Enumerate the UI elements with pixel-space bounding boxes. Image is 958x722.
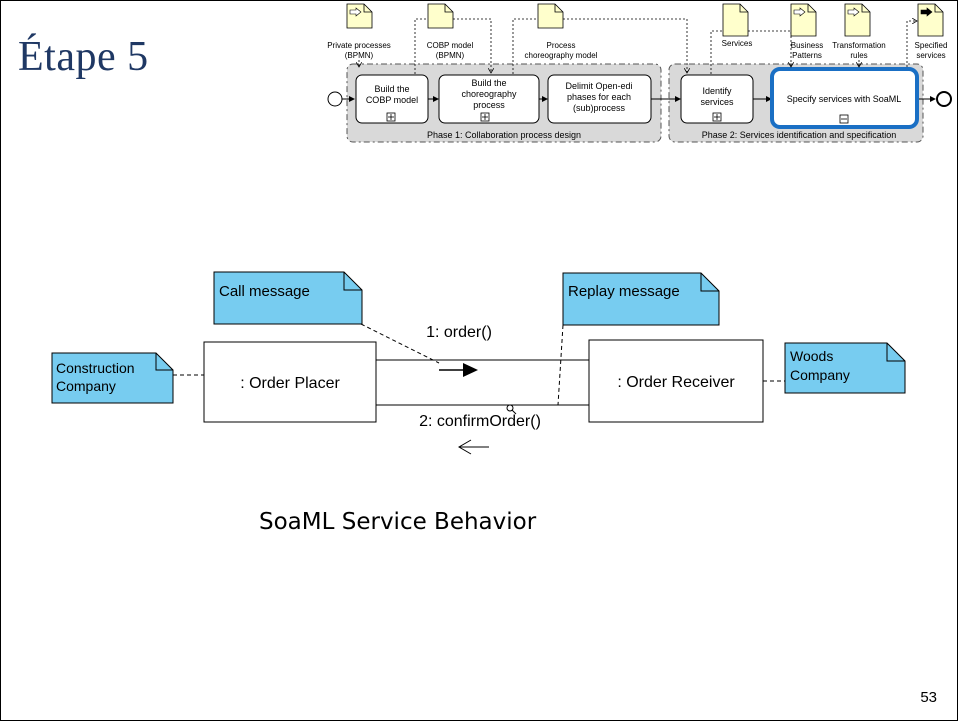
svg-text:Services: Services (722, 39, 753, 48)
svg-text:(BPMN): (BPMN) (436, 51, 465, 60)
svg-text:process: process (473, 100, 505, 110)
svg-text:Identify: Identify (702, 86, 732, 96)
svg-text:: Order Receiver: : Order Receiver (617, 374, 735, 391)
message-confirm-order: 2: confirmOrder() (419, 413, 541, 430)
svg-text:Woods: Woods (790, 348, 833, 364)
svg-text:(BPMN): (BPMN) (345, 51, 374, 60)
uml-communication-diagram: : Order Placer : Order Receiver 1: order… (51, 271, 906, 455)
svg-text:Transformation: Transformation (832, 41, 886, 50)
slide-number: 53 (920, 689, 937, 706)
svg-text:Patterns: Patterns (792, 51, 822, 60)
svg-text:Build the: Build the (471, 78, 506, 88)
task-identify-services: Identify services (680, 74, 754, 124)
artifact-specified-services: Specified services (906, 3, 948, 67)
artifact-transformation-rules: Transformation rules (832, 3, 886, 67)
object-order-receiver: : Order Receiver (588, 339, 764, 423)
svg-text:Business: Business (791, 41, 823, 50)
message-order-arrow (439, 363, 478, 377)
note-link-call (360, 323, 440, 364)
svg-text:: Order Placer: : Order Placer (240, 375, 340, 392)
cursor-icon (506, 404, 517, 415)
slide-title: Étape 5 (18, 34, 149, 80)
svg-text:(sub)process: (sub)process (573, 103, 626, 113)
note-woods-company: Woods Company (784, 342, 906, 394)
task-delimit-phases: Delimit Open-edi phases for each (sub)pr… (547, 74, 652, 124)
svg-text:phases for each: phases for each (567, 92, 631, 102)
artifact-private-processes: Private processes (BPMN) (327, 3, 391, 67)
svg-text:Private processes: Private processes (327, 41, 391, 50)
task-build-cobp: Build the COBP model (355, 74, 429, 124)
message-order: 1: order() (426, 324, 492, 341)
object-order-placer: : Order Placer (203, 341, 377, 423)
phase2-label: Phase 2: Services identification and spe… (702, 130, 897, 140)
artifact-services: Services (710, 3, 791, 74)
svg-text:Process: Process (547, 41, 576, 50)
svg-text:Construction: Construction (56, 360, 135, 376)
svg-text:Replay message: Replay message (568, 283, 680, 300)
svg-text:Company: Company (790, 367, 850, 383)
svg-text:choreography: choreography (461, 89, 517, 99)
svg-text:COBP model: COBP model (366, 95, 418, 105)
message-confirm-arrow (458, 439, 489, 455)
svg-text:choreography model: choreography model (525, 51, 598, 60)
task-build-choreography: Build the choreography process (438, 74, 540, 124)
svg-text:Build the: Build the (374, 84, 409, 94)
artifact-business-patterns: Business Patterns (790, 3, 823, 60)
phase1-label: Phase 1: Collaboration process design (427, 130, 581, 140)
svg-text:services: services (916, 51, 945, 60)
note-construction-company: Construction Company (51, 352, 174, 404)
svg-text:Company: Company (56, 378, 116, 394)
bpmn-process-diagram: Phase 1: Collaboration process design Ph… (327, 3, 952, 143)
note-call-message: Call message (213, 271, 363, 325)
artifact-cobp-model: COBP model (BPMN) (414, 3, 491, 74)
note-link-replay (557, 324, 564, 406)
task-specify-services: Specify services with SoaML (770, 67, 919, 129)
note-replay-message: Replay message (562, 272, 720, 326)
svg-text:Call message: Call message (219, 283, 310, 300)
svg-text:Specified: Specified (915, 41, 948, 50)
svg-text:Delimit Open-edi: Delimit Open-edi (565, 81, 632, 91)
svg-text:COBP model: COBP model (427, 41, 474, 50)
svg-text:Specify services with SoaML: Specify services with SoaML (787, 94, 902, 104)
artifact-process-choreography-model: Process choreography model (512, 3, 687, 74)
end-event (936, 91, 952, 107)
start-event (327, 91, 343, 107)
svg-text:rules: rules (850, 51, 867, 60)
diagram-caption: SoaML Service Behavior (259, 509, 537, 535)
svg-text:services: services (700, 97, 734, 107)
